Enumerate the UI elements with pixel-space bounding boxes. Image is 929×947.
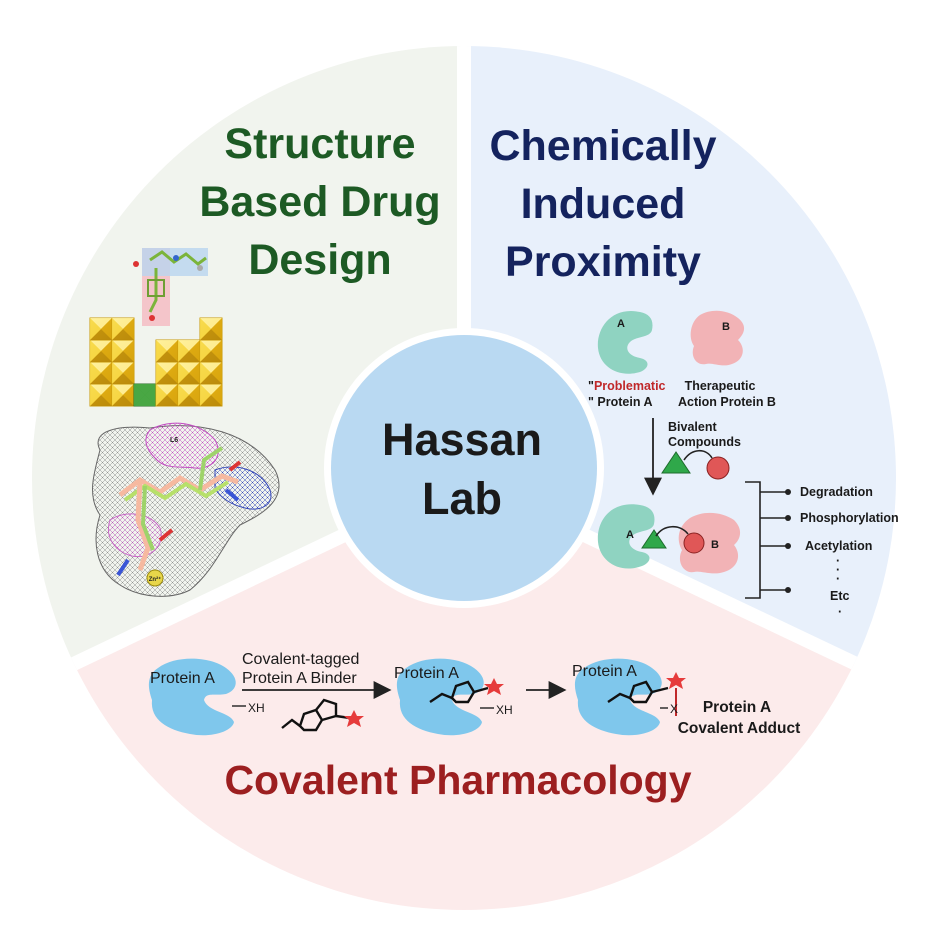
pocket-wall-block: [89, 317, 113, 341]
structure-title-line1: Structure: [224, 120, 415, 168]
binding-pocket-blocks: [89, 317, 223, 407]
proximity-title-line3: Proximity: [505, 238, 701, 286]
protein-a-label-1: Protein A: [150, 670, 215, 687]
pocket-wall-block: [177, 383, 201, 407]
label-protein-a-line1: "Problematic: [588, 379, 666, 393]
outcome-acetylation: Acetylation: [805, 539, 872, 553]
protein-a-step2: Protein A XH: [394, 658, 513, 736]
protein-b-icon: B: [690, 310, 745, 366]
pocket-wall-block: [89, 339, 113, 363]
nucleophile-label-2: XH: [496, 703, 513, 717]
bivalent-compound-icon: [661, 449, 730, 480]
bivalent-label-line2: Compounds: [668, 435, 741, 449]
center-circle: [331, 335, 597, 601]
label-protein-b-line1: Therapeutic: [685, 379, 756, 393]
protein-a-icon: A: [597, 310, 653, 374]
ligand-fragment-illustration: [133, 248, 208, 326]
pocket-wall-block: [89, 361, 113, 385]
ellipsis-dot-1: ·: [836, 554, 840, 568]
trailing-dot: ·: [838, 605, 842, 619]
pocket-wall-block: [155, 339, 179, 363]
complex-letter-a: A: [626, 529, 634, 541]
binder-label-line2: Protein A Binder: [242, 670, 357, 687]
outcome-etc: Etc: [830, 589, 850, 603]
outcome-bullets: [785, 489, 791, 593]
pocket-wall-block: [199, 317, 223, 341]
nucleophile-label-3: X: [670, 702, 678, 716]
zinc-ion-label: Zn²⁺: [149, 576, 162, 583]
covalent-title: Covalent Pharmacology: [224, 757, 691, 803]
proximity-title-line1: Chemically: [489, 122, 716, 170]
adduct-label-line2: Covalent Adduct: [678, 720, 801, 737]
ellipsis-dot-3: ·: [836, 572, 840, 586]
pocket-wall-block: [199, 361, 223, 385]
pocket-wall-block: [89, 383, 113, 407]
pocket-wall-block: [111, 383, 135, 407]
pocket-wall-block: [155, 383, 179, 407]
pocket-wall-block: [155, 361, 179, 385]
pocket-wall-block: [111, 361, 135, 385]
pocket-wall-block: [111, 339, 135, 363]
binder-molecule-icon: [281, 698, 351, 732]
center-title-line2: Lab: [422, 473, 502, 524]
pocket-wall-block: [111, 317, 135, 341]
complex-letter-b: B: [711, 539, 719, 551]
ternary-complex-icon: A B: [597, 504, 741, 574]
center-title-line1: Hassan: [382, 414, 542, 465]
warhead-star-1: [344, 710, 364, 727]
protein-a-step3: Protein A X: [572, 658, 686, 736]
pocket-wall-block: [199, 383, 223, 407]
adduct-label-line1: Protein A: [703, 699, 771, 716]
pocket-wall-block: [199, 339, 223, 363]
label-protein-a-line2: " Protein A: [588, 395, 653, 409]
pocket-wall-block: [177, 361, 201, 385]
pocket-floor-block: [133, 383, 157, 407]
ellipsis-dot-2: ·: [836, 563, 840, 577]
binder-label-line1: Covalent-tagged: [242, 651, 359, 668]
proximity-title-line2: Induced: [521, 180, 686, 228]
protein-a-label-2: Protein A: [394, 665, 459, 682]
outcome-degradation: Degradation: [800, 485, 873, 499]
protein-surface-mesh: Zn²⁺ L6: [92, 422, 280, 597]
pocket-label: L6: [170, 437, 178, 444]
protein-a-letter: A: [617, 318, 625, 330]
bivalent-label-line1: Bivalent: [668, 420, 717, 434]
structure-title-line2: Based Drug: [199, 178, 440, 226]
outcome-bracket: [745, 481, 786, 599]
outcome-phosphorylation: Phosphorylation: [800, 511, 899, 525]
protein-a-step1: Protein A XH: [148, 658, 265, 736]
nucleophile-label-1: XH: [248, 701, 265, 715]
protein-a-label-3: Protein A: [572, 663, 637, 680]
protein-b-letter: B: [722, 321, 730, 333]
label-protein-b-line2: Action Protein B: [678, 395, 776, 409]
structure-title-line3: Design: [248, 236, 391, 284]
pocket-wall-block: [177, 339, 201, 363]
